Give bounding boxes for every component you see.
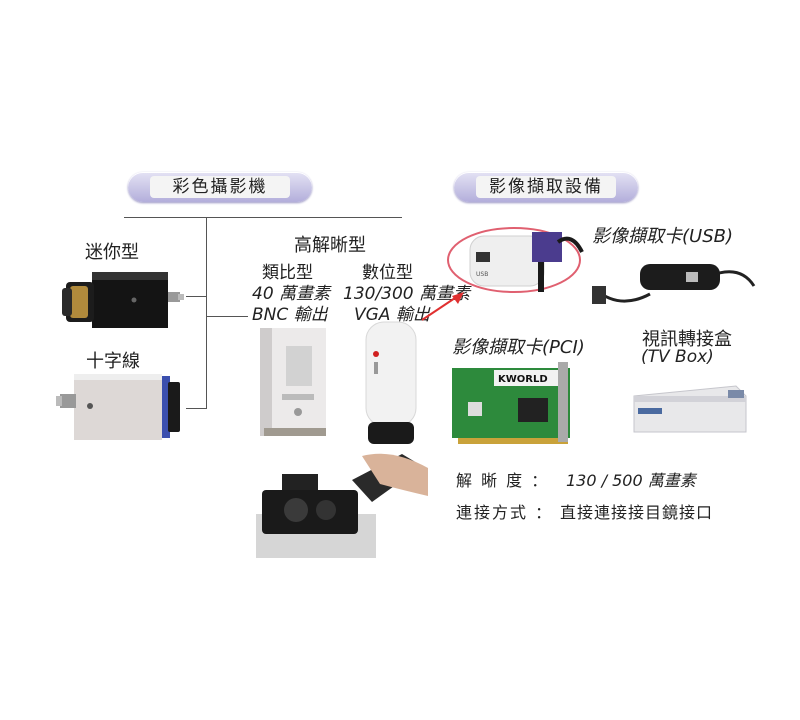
analog-resolution: 40 萬畫素 [252,284,331,304]
digital-output: VGA 輸出 [354,305,430,325]
digital-hd-camera-image [365,321,417,444]
tv-box-image [633,385,747,433]
tree-trunk-line [206,217,207,409]
tvbox-label: 視訊轉接盒 [642,329,732,350]
mini-camera-image [62,272,184,328]
pci-capture-card-image: KWORLD [452,362,570,444]
eyepiece-camera-image [256,453,428,558]
tree-branch-hd [206,316,248,317]
digital-type-label: 數位型 [362,263,413,283]
resolution-label: 解 晰 度 ： [456,471,550,490]
tree-branch-mini [186,296,206,297]
usb-port-closeup: USB [447,227,584,293]
analog-output: BNC 輸出 [252,305,328,325]
usb-capture-label: 影像擷取卡(USB) [592,226,733,247]
mini-camera-label: 迷你型 [85,242,139,263]
camera-section-header: 彩色攝影機 [128,172,312,202]
hd-camera-label: 高解晰型 [294,235,366,256]
digital-resolution: 130/300 萬畫素 [343,284,471,304]
resolution-value: 130 / 500 萬畫素 [566,471,696,490]
pci-brand-text: KWORLD [498,374,548,385]
connection-value: 直接連接接目鏡接口 [560,503,714,522]
tree-top-line [124,217,402,218]
analog-type-label: 類比型 [262,263,313,283]
arrow-icon [421,292,464,321]
crosshair-camera-image [56,374,180,440]
connection-label: 連接方式 ： [456,503,554,522]
capture-section-header: 影像擷取設備 [454,172,638,202]
analog-hd-camera-image [260,328,326,436]
camera-section-title: 彩色攝影機 [150,176,290,198]
pci-capture-label: 影像擷取卡(PCI) [452,337,585,358]
usb-capture-card-image [592,264,756,304]
usb-port-text: USB [476,271,488,278]
tvbox-sublabel: (TV Box) [641,347,714,367]
tree-branch-cross [186,408,206,409]
crosshair-camera-label: 十字線 [86,351,140,372]
capture-section-title: 影像擷取設備 [476,176,616,198]
